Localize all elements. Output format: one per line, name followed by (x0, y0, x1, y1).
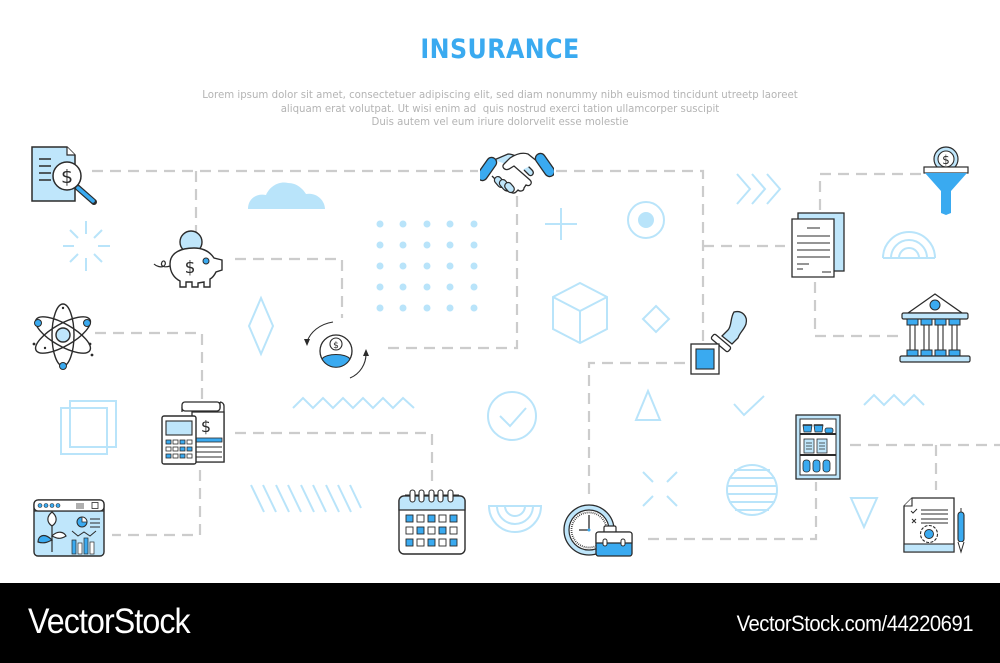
rainbow-decor-icon (882, 231, 936, 259)
subtitle-line-1: Lorem ipsum dolor sit amet, consectetuer… (202, 90, 798, 101)
dollar-user-cycle-icon: $ (304, 321, 369, 379)
small-zigzag-decor-icon (863, 393, 925, 407)
connector-lines (92, 169, 1000, 541)
sparkle-decor-icon (63, 221, 110, 271)
decorative-shapes (60, 173, 936, 533)
stamp-icon (690, 310, 748, 375)
plus-decor-icon (545, 208, 577, 240)
zigzag-decor-icon (292, 396, 415, 410)
handshake-icon (480, 152, 554, 194)
subtitle-line-2: aliquam erat volutpat. Ut wisi enim ad q… (280, 103, 720, 115)
target-decor-icon (627, 201, 665, 239)
svg-text:$: $ (185, 258, 196, 278)
small-diamond-decor-icon (641, 304, 671, 334)
document-dollar-search-icon: $ (31, 146, 97, 205)
footer-bar: VectorStock VectorStock.com/44220691 (0, 583, 1000, 663)
storage-cabinet-icon (795, 414, 841, 480)
checkmark-decor-icon (733, 395, 765, 417)
money-funnel-icon: $ (923, 146, 969, 215)
inverted-triangle-decor-icon (849, 497, 879, 530)
dot-grid-decor-icon (376, 220, 478, 312)
cube-decor-icon (552, 281, 608, 345)
piggy-bank-icon: $ (153, 230, 223, 288)
cloud-decor-icon (248, 182, 325, 209)
clock-briefcase-icon (563, 504, 633, 557)
svg-text:$: $ (942, 153, 950, 167)
triangle-decor-icon (634, 388, 662, 421)
page-title: INSURANCE (420, 34, 580, 65)
brand-logo: VectorStock (28, 602, 191, 641)
svg-text:$: $ (333, 341, 339, 351)
x-sparkle-decor-icon (642, 471, 678, 507)
hatch-decor-icon (250, 484, 362, 513)
calendar-icon (398, 489, 466, 555)
calculator-invoice-icon: $ (161, 401, 225, 465)
diamond-decor-icon (247, 295, 275, 357)
svg-text:$: $ (201, 417, 211, 436)
striped-circle-decor-icon (726, 464, 778, 516)
check-circle-decor-icon (487, 391, 537, 441)
image-reference-link[interactable]: VectorStock.com/44220691 (736, 611, 974, 636)
documents-icon (791, 212, 845, 278)
atom-icon (32, 303, 94, 370)
bank-icon (899, 293, 971, 363)
chevrons-decor-icon (736, 173, 782, 205)
contract-settings-pen-icon (903, 497, 965, 554)
subtitle-line-3: Duis autem vel eum iriure dolorvelit ess… (371, 117, 629, 128)
square-decor-icon (60, 407, 108, 455)
subtitle-text: Lorem ipsum dolor sit amet, consectetuer… (0, 89, 1000, 130)
web-growth-dashboard-icon (33, 499, 105, 557)
infographic-canvas: INSURANCE Lorem ipsum dolor sit amet, co… (0, 34, 1000, 557)
semicircle-decor-icon (487, 505, 543, 533)
svg-text:$: $ (61, 166, 73, 188)
